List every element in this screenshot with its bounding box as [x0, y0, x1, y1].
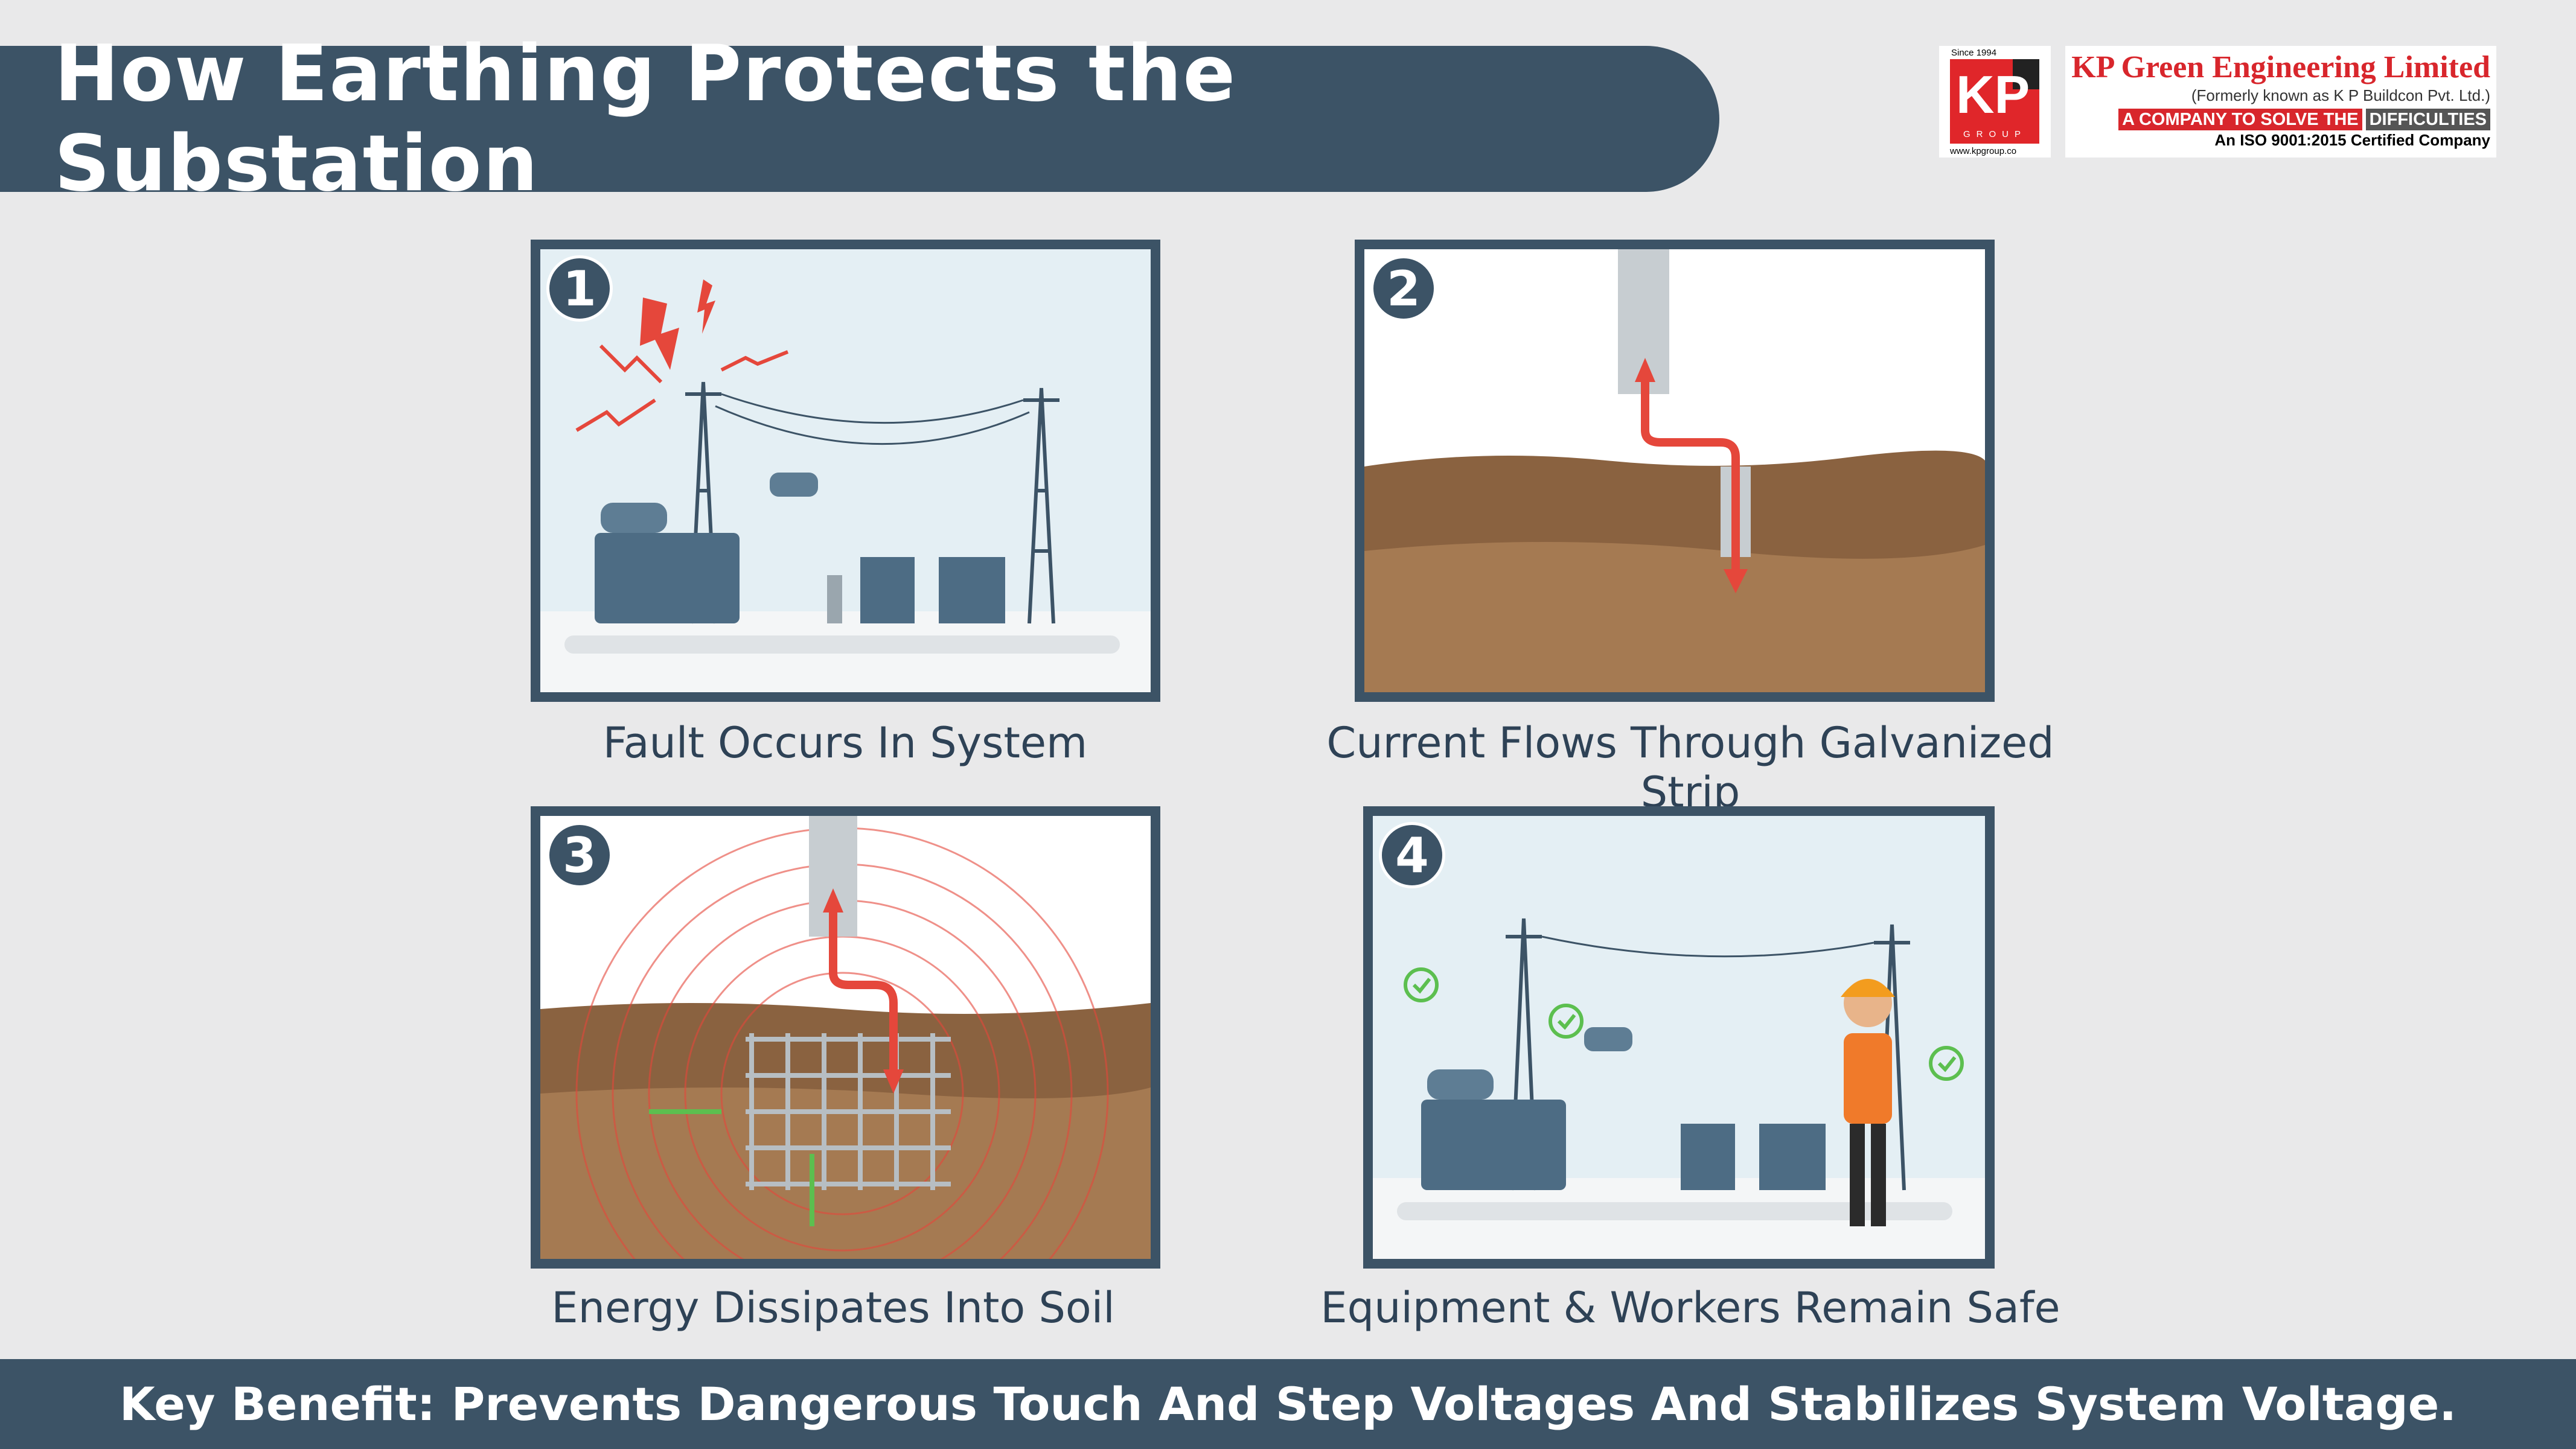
step-number-badge: 1: [546, 255, 613, 322]
key-benefit-text: Key Benefit: Prevents Dangerous Touch An…: [119, 1377, 2457, 1431]
step-1-caption: Fault Occurs In System: [602, 718, 1088, 768]
step-4-panel: 4: [1363, 806, 1995, 1269]
step-3-caption: Energy Dissipates Into Soil: [551, 1283, 1115, 1333]
tagline-red: A COMPANY TO SOLVE THE: [2118, 109, 2362, 130]
company-name: KP Green Engineering Limited: [2071, 50, 2490, 84]
logo-kp: KP: [1956, 65, 2030, 124]
page-title: How Earthing Protects the Substation: [54, 29, 1237, 209]
kp-logo-mark: Since 1994 KP GROUP www.kpgroup.co: [1939, 46, 2051, 158]
tagline-grey: DIFFICULTIES: [2365, 109, 2490, 130]
step-4-caption: Equipment & Workers Remain Safe: [1320, 1283, 2060, 1333]
logo-since: Since 1994: [1951, 48, 1997, 58]
step-number-badge: 2: [1370, 255, 1437, 322]
safe-illustration: [1373, 816, 1985, 1259]
step-2-panel: 2: [1355, 240, 1995, 702]
title-banner: How Earthing Protects the Substation: [0, 29, 1719, 209]
key-benefit-banner: Key Benefit: Prevents Dangerous Touch An…: [0, 1359, 2576, 1449]
transformer-icon: [595, 533, 740, 623]
fault-illustration: [540, 249, 1151, 692]
worker-icon: [1841, 979, 1895, 1226]
dissipation-illustration: [540, 816, 1151, 1259]
step-3-panel: 3: [531, 806, 1160, 1269]
company-formerly: (Formerly known as K P Buildcon Pvt. Ltd…: [2191, 86, 2490, 104]
current-arrow: [1641, 376, 1740, 575]
step-2-caption: Current Flows Through Galvanized Strip: [1326, 718, 2054, 817]
iso-certification: An ISO 9001:2015 Certified Company: [2214, 131, 2490, 149]
company-logo: Since 1994 KP GROUP www.kpgroup.co KP Gr…: [1939, 46, 2496, 158]
check-icon: [1404, 967, 1964, 1081]
step-number-badge: 3: [546, 822, 613, 888]
earth-grid: [746, 1033, 951, 1190]
lightning-icon: [640, 279, 715, 370]
logo-text-block: KP Green Engineering Limited (Formerly k…: [2065, 46, 2496, 158]
logo-group: GROUP: [1963, 129, 2027, 139]
step-1-panel: 1: [531, 240, 1160, 702]
current-flow-illustration: [1364, 249, 1985, 692]
logo-url: www.kpgroup.co: [1950, 146, 2017, 156]
step-number-badge: 4: [1379, 822, 1445, 888]
